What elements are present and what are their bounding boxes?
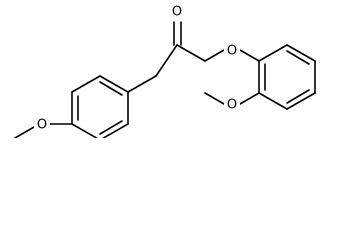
bond-carbonyl-c-to-left bbox=[155, 44, 178, 77]
molecule-diagram: O O O O bbox=[14, 3, 316, 138]
bond-right-ring-4 bbox=[286, 92, 316, 110]
bond-left-ring-inner-3 bbox=[99, 81, 123, 96]
bond-left-ring-6 bbox=[99, 75, 129, 93]
bond-right-ring-inner-2 bbox=[286, 89, 310, 104]
right-methoxy-oxygen-label: O bbox=[227, 98, 237, 113]
bond-left-ring-4 bbox=[101, 123, 129, 138]
bond-right-ring-2 bbox=[286, 44, 316, 62]
atom-labels: O O O O bbox=[34, 3, 240, 133]
ether-oxygen-label: O bbox=[227, 44, 237, 59]
bond-carbonyl-c-to-ch2 bbox=[176, 44, 206, 62]
bond-right-methoxy-o-ch3 bbox=[204, 92, 225, 105]
bond-right-ring-inner-1 bbox=[286, 50, 310, 65]
bond-right-ring-5 bbox=[258, 92, 288, 110]
bond-left-ring-1 bbox=[71, 75, 101, 93]
bond-left-ring-3 bbox=[71, 123, 99, 138]
left-methoxy-oxygen-label: O bbox=[37, 118, 47, 133]
bond-left-methoxy-o-ch3 bbox=[14, 126, 35, 138]
bonds bbox=[14, 21, 316, 138]
bond-o-to-ring bbox=[239, 49, 260, 62]
bond-ch2-to-o bbox=[204, 49, 225, 62]
bond-ring-to-carbonyl bbox=[127, 75, 157, 93]
carbonyl-oxygen-label: O bbox=[172, 5, 182, 20]
bond-left-ring-inner-2 bbox=[99, 120, 123, 135]
bond-right-methoxy-c-o bbox=[239, 92, 260, 105]
bond-right-ring-1 bbox=[258, 44, 288, 62]
